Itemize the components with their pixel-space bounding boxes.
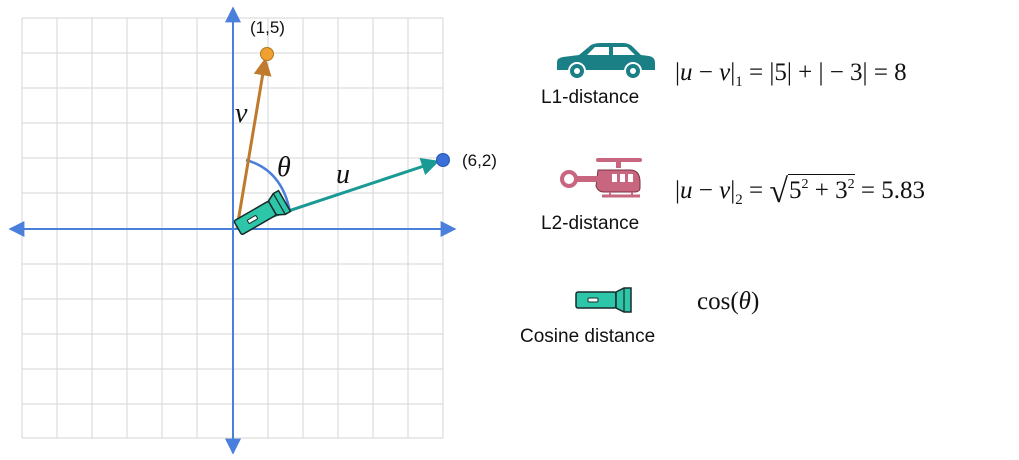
l2-caption: L2-distance — [541, 213, 640, 234]
point-v-label: (1,5) — [250, 18, 285, 37]
vector-v-arrow — [235, 57, 272, 229]
flashlight-icon — [233, 189, 292, 235]
vector-u-label: u — [336, 159, 350, 190]
car-icon — [557, 43, 655, 80]
l1-caption: L1-distance — [541, 87, 640, 108]
cosine-formula: cos(θ) — [697, 288, 760, 315]
l2-formula: |u − v|2 = √52 + 32 = 5.83 — [675, 173, 925, 210]
coordinate-plane: (1,5) (6,2) v u θ — [8, 6, 497, 455]
cosine-caption: Cosine distance — [520, 326, 656, 347]
angle-arc — [245, 158, 292, 213]
flashlight-icon — [575, 287, 632, 313]
vector-v-label: v — [235, 98, 248, 129]
point-v — [260, 47, 274, 61]
point-u — [436, 153, 450, 167]
l1-formula: |u − v|1 = |5| + | − 3| = 8 — [675, 59, 907, 90]
point-u-label: (6,2) — [462, 151, 497, 170]
helicopter-icon — [560, 158, 642, 198]
angle-label: θ — [277, 152, 291, 183]
